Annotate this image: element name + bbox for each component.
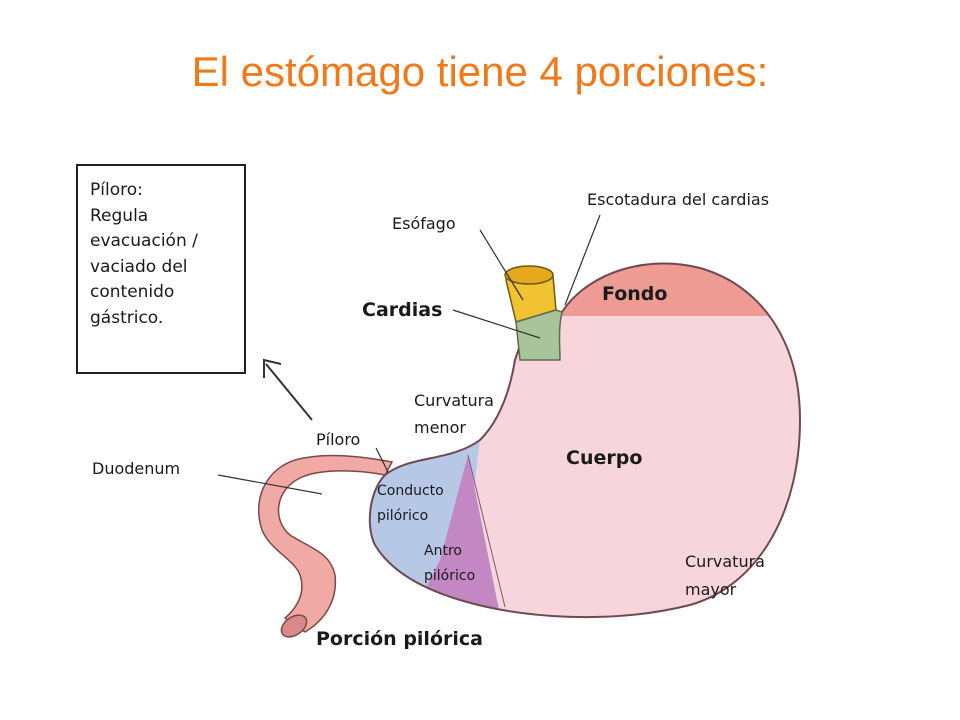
note-line: Regula bbox=[90, 205, 149, 226]
label-antro-2: pilórico bbox=[424, 568, 476, 584]
stomach-outline bbox=[368, 262, 802, 619]
leader-escotadura bbox=[564, 214, 601, 306]
cardia-region bbox=[515, 309, 563, 361]
label-fondo: Fondo bbox=[602, 283, 668, 305]
label-cuerpo: Cuerpo bbox=[566, 447, 643, 469]
label-curvatura-menor-2: menor bbox=[414, 418, 466, 437]
note-line: gástrico. bbox=[90, 307, 164, 328]
note-line: evacuación / bbox=[90, 231, 198, 251]
note-line: vaciado del bbox=[90, 256, 188, 277]
leader-piloro bbox=[375, 447, 389, 473]
slide-title: El estómago tiene 4 porciones: bbox=[191, 48, 769, 95]
note-line: contenido bbox=[90, 282, 175, 302]
label-curvatura-mayor-2: mayor bbox=[685, 580, 737, 599]
label-porcion-pilorica: Porción pilórica bbox=[316, 628, 483, 650]
label-escotadura: Escotadura del cardias bbox=[587, 190, 770, 209]
label-curvatura-menor-1: Curvatura bbox=[414, 391, 494, 410]
duodenum-shape bbox=[257, 454, 394, 633]
label-duodenum: Duodenum bbox=[92, 459, 181, 478]
label-esofago: Esófago bbox=[392, 214, 456, 233]
leader-esofago bbox=[479, 229, 524, 301]
esophagus-opening bbox=[504, 265, 554, 285]
antrum-boundary bbox=[467, 454, 506, 608]
pylorus-note-box: Píloro: Regula evacuación / vaciado del … bbox=[76, 164, 246, 374]
label-curvatura-mayor-1: Curvatura bbox=[685, 552, 765, 571]
duodenum-opening bbox=[280, 614, 308, 638]
label-piloro: Píloro bbox=[316, 430, 361, 449]
label-conducto-1: Conducto bbox=[377, 483, 444, 499]
label-conducto-2: pilórico bbox=[377, 508, 429, 524]
pylorus-arrow bbox=[265, 363, 313, 421]
pylorus-arrowhead bbox=[263, 358, 282, 378]
note-line: Píloro: bbox=[90, 180, 143, 200]
leader-duodenum bbox=[217, 474, 323, 495]
leader-cardias bbox=[452, 309, 541, 339]
label-cardias: Cardias bbox=[362, 299, 443, 321]
label-antro-1: Antro bbox=[424, 543, 462, 559]
fundus-region bbox=[540, 263, 800, 316]
